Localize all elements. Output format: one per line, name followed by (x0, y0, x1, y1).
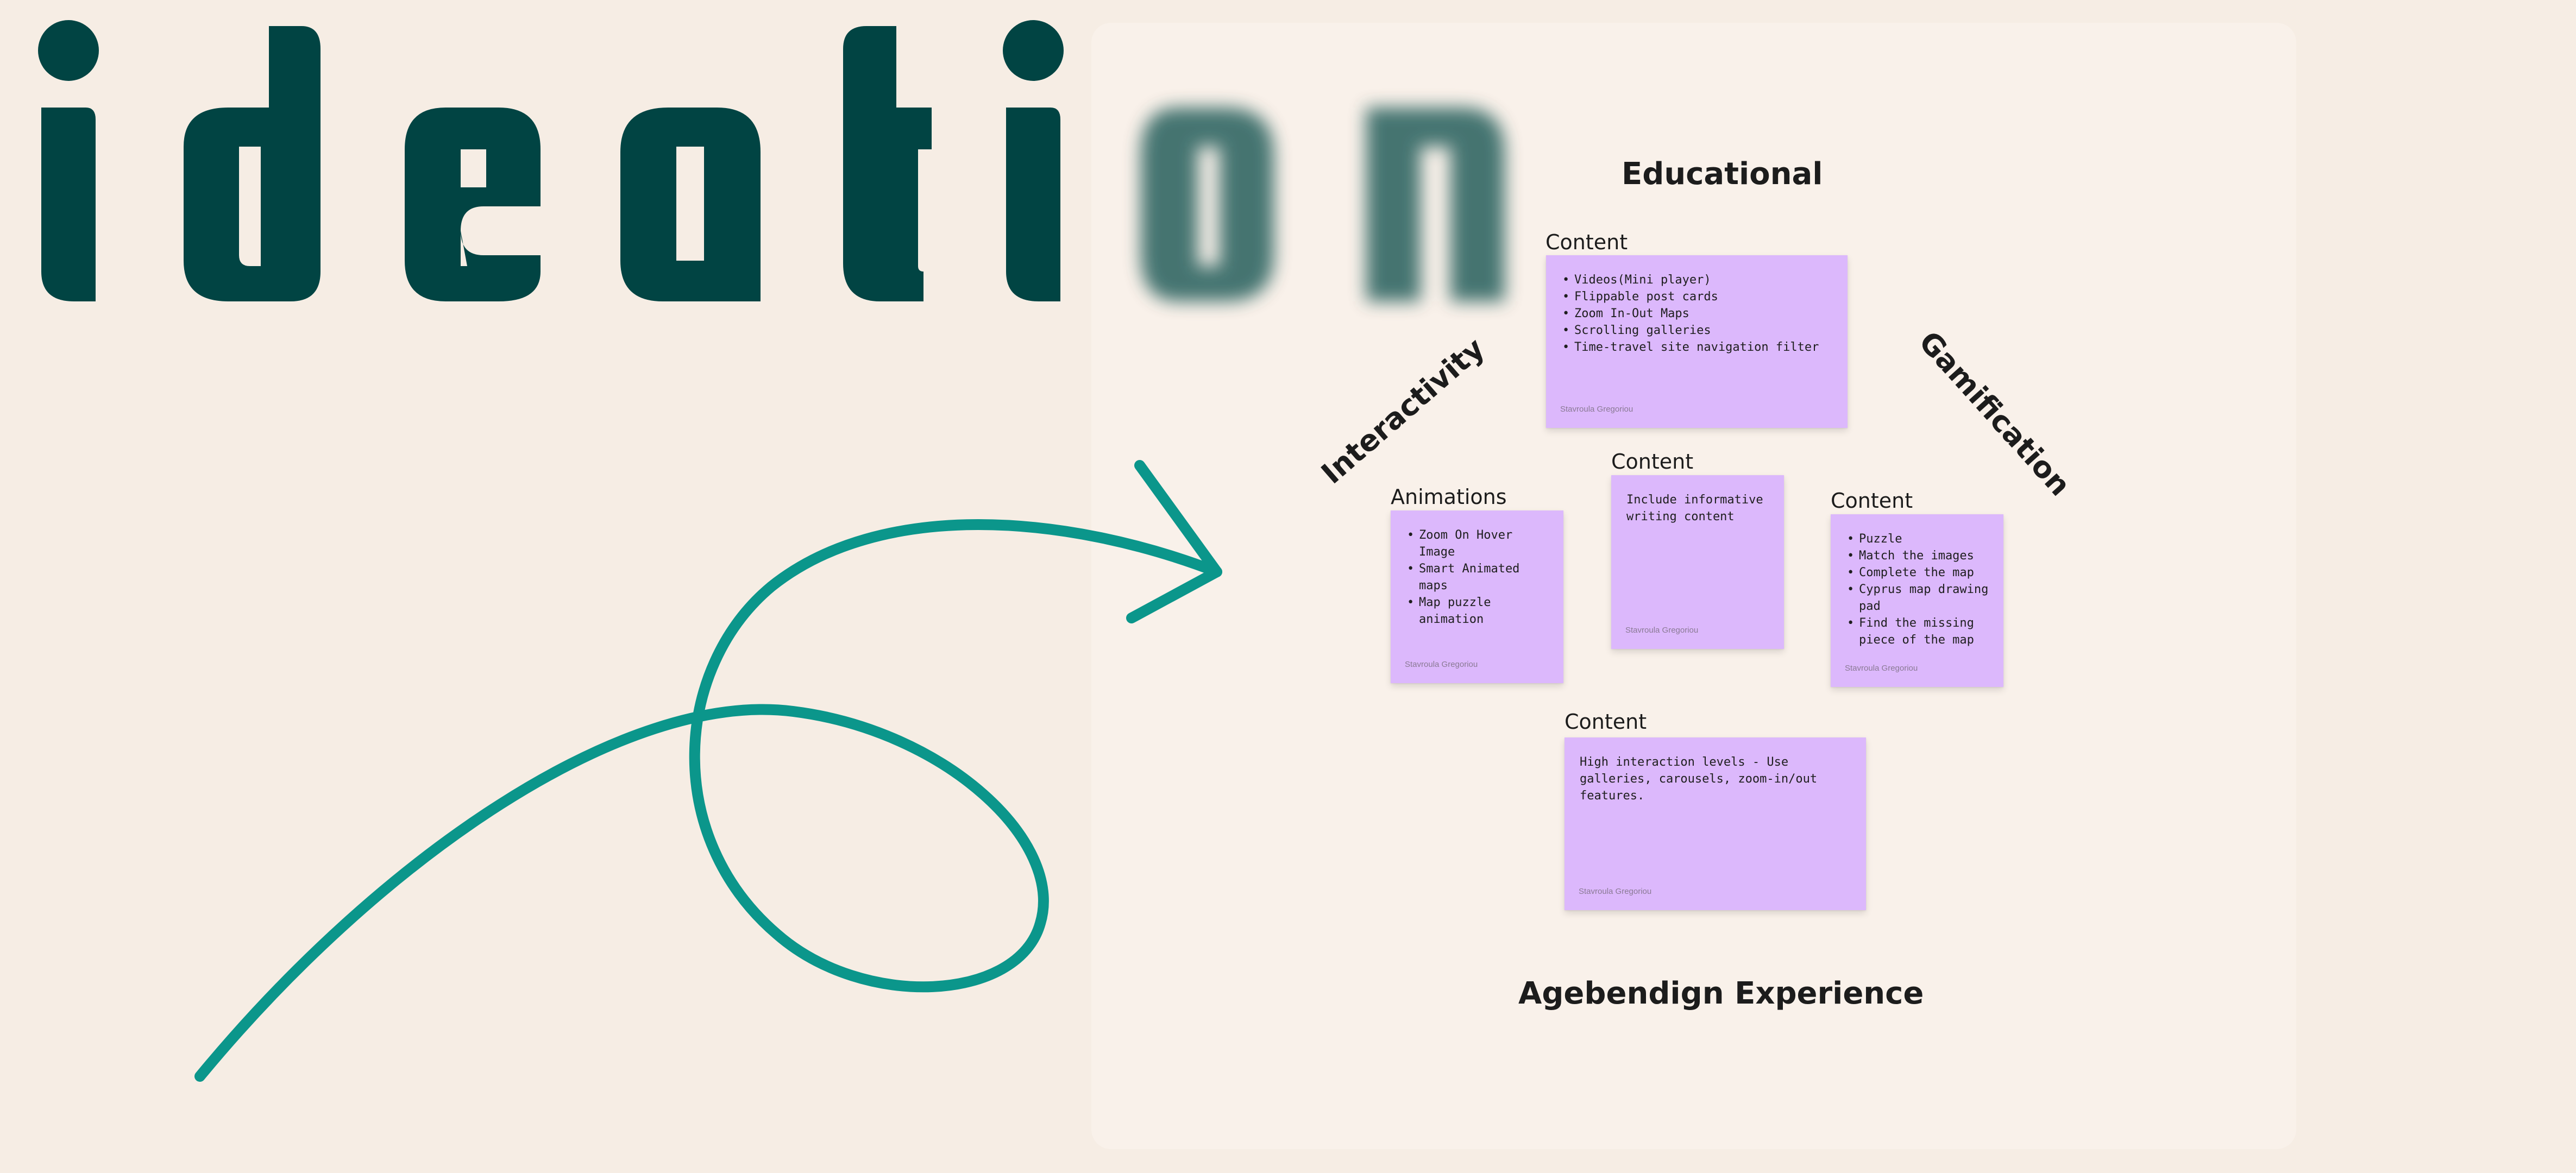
sticky-list: Zoom On Hover Image Smart Animated maps … (1407, 527, 1553, 628)
sticky-note-center[interactable]: Include informative writing content Stav… (1611, 475, 1784, 649)
list-item: Smart Animated maps (1407, 560, 1553, 594)
list-item: Match the images (1847, 547, 1993, 564)
sticky-list: Puzzle Match the images Complete the map… (1847, 531, 1993, 648)
list-item: Videos(Mini player) (1562, 272, 1837, 288)
sticky-label-animations: Animations (1391, 485, 1507, 509)
title-letter-d (184, 26, 321, 301)
sticky-author: Stavroula Gregoriou (1579, 887, 1652, 896)
list-item: Scrolling galleries (1562, 322, 1837, 339)
sticky-text: High interaction levels - Use galleries,… (1580, 755, 1818, 803)
sticky-note-animations[interactable]: Zoom On Hover Image Smart Animated maps … (1391, 510, 1563, 683)
sticky-text: Include informative writing content (1626, 493, 1763, 524)
list-item: Find the missing piece of the map (1847, 615, 1993, 648)
list-item: Puzzle (1847, 531, 1993, 547)
sticky-list: Videos(Mini player) Flippable post cards… (1562, 272, 1837, 356)
sticky-note-educational[interactable]: Videos(Mini player) Flippable post cards… (1546, 255, 1848, 428)
list-item: Time-travel site navigation filter (1562, 339, 1837, 356)
heading-agebendign-experience: Agebendign Experience (1518, 976, 1924, 1011)
heading-educational: Educational (1622, 156, 1823, 192)
title-letter-i (38, 20, 99, 301)
sticky-note-gamification[interactable]: Puzzle Match the images Complete the map… (1831, 514, 2003, 687)
sticky-label-gamification: Content (1831, 489, 1913, 513)
title-letter-a (620, 108, 761, 301)
sticky-author: Stavroula Gregoriou (1625, 626, 1699, 635)
sticky-author: Stavroula Gregoriou (1560, 405, 1633, 414)
sticky-label-educational: Content (1545, 230, 1628, 254)
list-item: Zoom In-Out Maps (1562, 305, 1837, 322)
title-letter-e (405, 108, 541, 301)
list-item: Zoom On Hover Image (1407, 527, 1553, 560)
sticky-label-center: Content (1611, 450, 1694, 474)
list-item: Complete the map (1847, 564, 1993, 581)
list-item: Cyprus map drawing pad (1847, 581, 1993, 615)
title-letter-i-2 (1003, 20, 1064, 301)
sticky-author: Stavroula Gregoriou (1845, 664, 1918, 673)
sticky-note-bottom[interactable]: High interaction levels - Use galleries,… (1565, 737, 1866, 910)
title-letter-t (843, 26, 932, 301)
sticky-label-bottom: Content (1565, 710, 1647, 734)
sticky-author: Stavroula Gregoriou (1405, 660, 1478, 669)
list-item: Flippable post cards (1562, 288, 1837, 305)
list-item: Map puzzle animation (1407, 594, 1553, 628)
